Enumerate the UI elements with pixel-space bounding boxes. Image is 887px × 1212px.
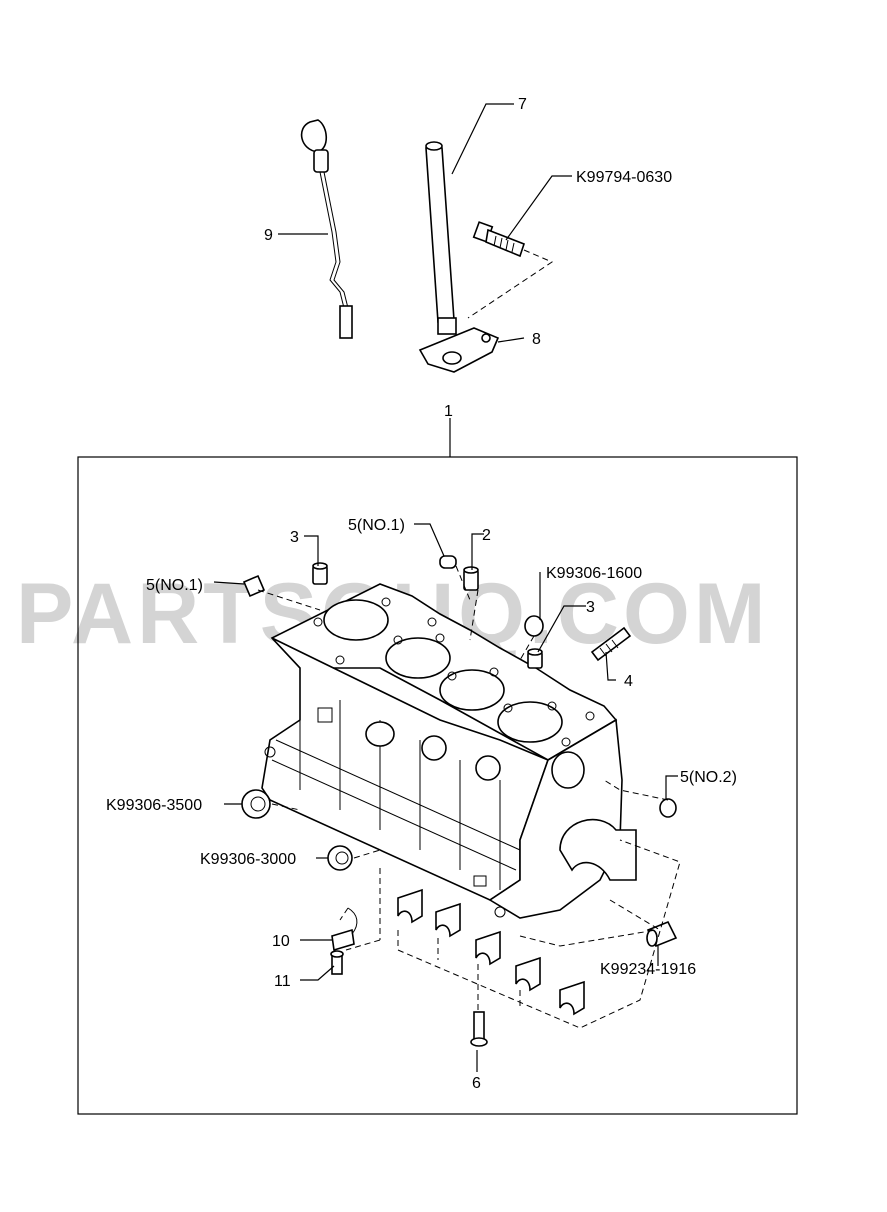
callout-6: 6 [472,1075,481,1092]
plug-5-no1-top [439,555,457,569]
callout-k99794-0630: K99794-0630 [576,169,672,186]
callout-1: 1 [444,403,453,420]
callout-k99234-1916: K99234-1916 [600,961,696,978]
callout-4: 4 [624,673,633,690]
sensor-10 [331,907,358,952]
leader-lines [213,103,678,1072]
dipstick-tube [425,141,457,335]
seal-k99306-3500 [241,789,271,819]
callout-k99306-3000: K99306-3000 [200,851,296,868]
callout-5-no2: 5(NO.2) [680,769,737,786]
callout-5-no1-top: 5(NO.1) [348,517,405,534]
dipstick [300,119,353,339]
plug-5-no2 [659,798,677,818]
callout-k99306-3500: K99306-3500 [106,797,202,814]
callout-7: 7 [518,96,527,113]
callout-2: 2 [482,527,491,544]
tube-bracket [418,327,500,373]
bearing-caps [397,888,585,1016]
callout-10: 10 [272,933,290,950]
callout-9: 9 [264,227,273,244]
callout-3-right: 3 [586,599,595,616]
dowel-3-right [527,648,543,669]
callout-k99306-1600: K99306-1600 [546,565,642,582]
cap-bolt-6 [470,1011,488,1047]
callout-5-no1-left: 5(NO.1) [146,577,203,594]
callout-3-left: 3 [290,529,299,546]
plug-5-no1-left [242,574,266,598]
assembly-frame [77,456,798,1115]
dowel-2 [463,566,479,591]
dowel-3-left [312,562,328,585]
callout-11: 11 [274,973,291,990]
bracket-bolt [472,221,525,258]
pin-k99234-1916 [646,920,678,948]
callout-8: 8 [532,331,541,348]
bolt-11 [330,950,344,975]
cylinder-block [261,583,637,919]
seal-k99306-3000 [327,845,353,871]
stud-4 [590,626,632,662]
